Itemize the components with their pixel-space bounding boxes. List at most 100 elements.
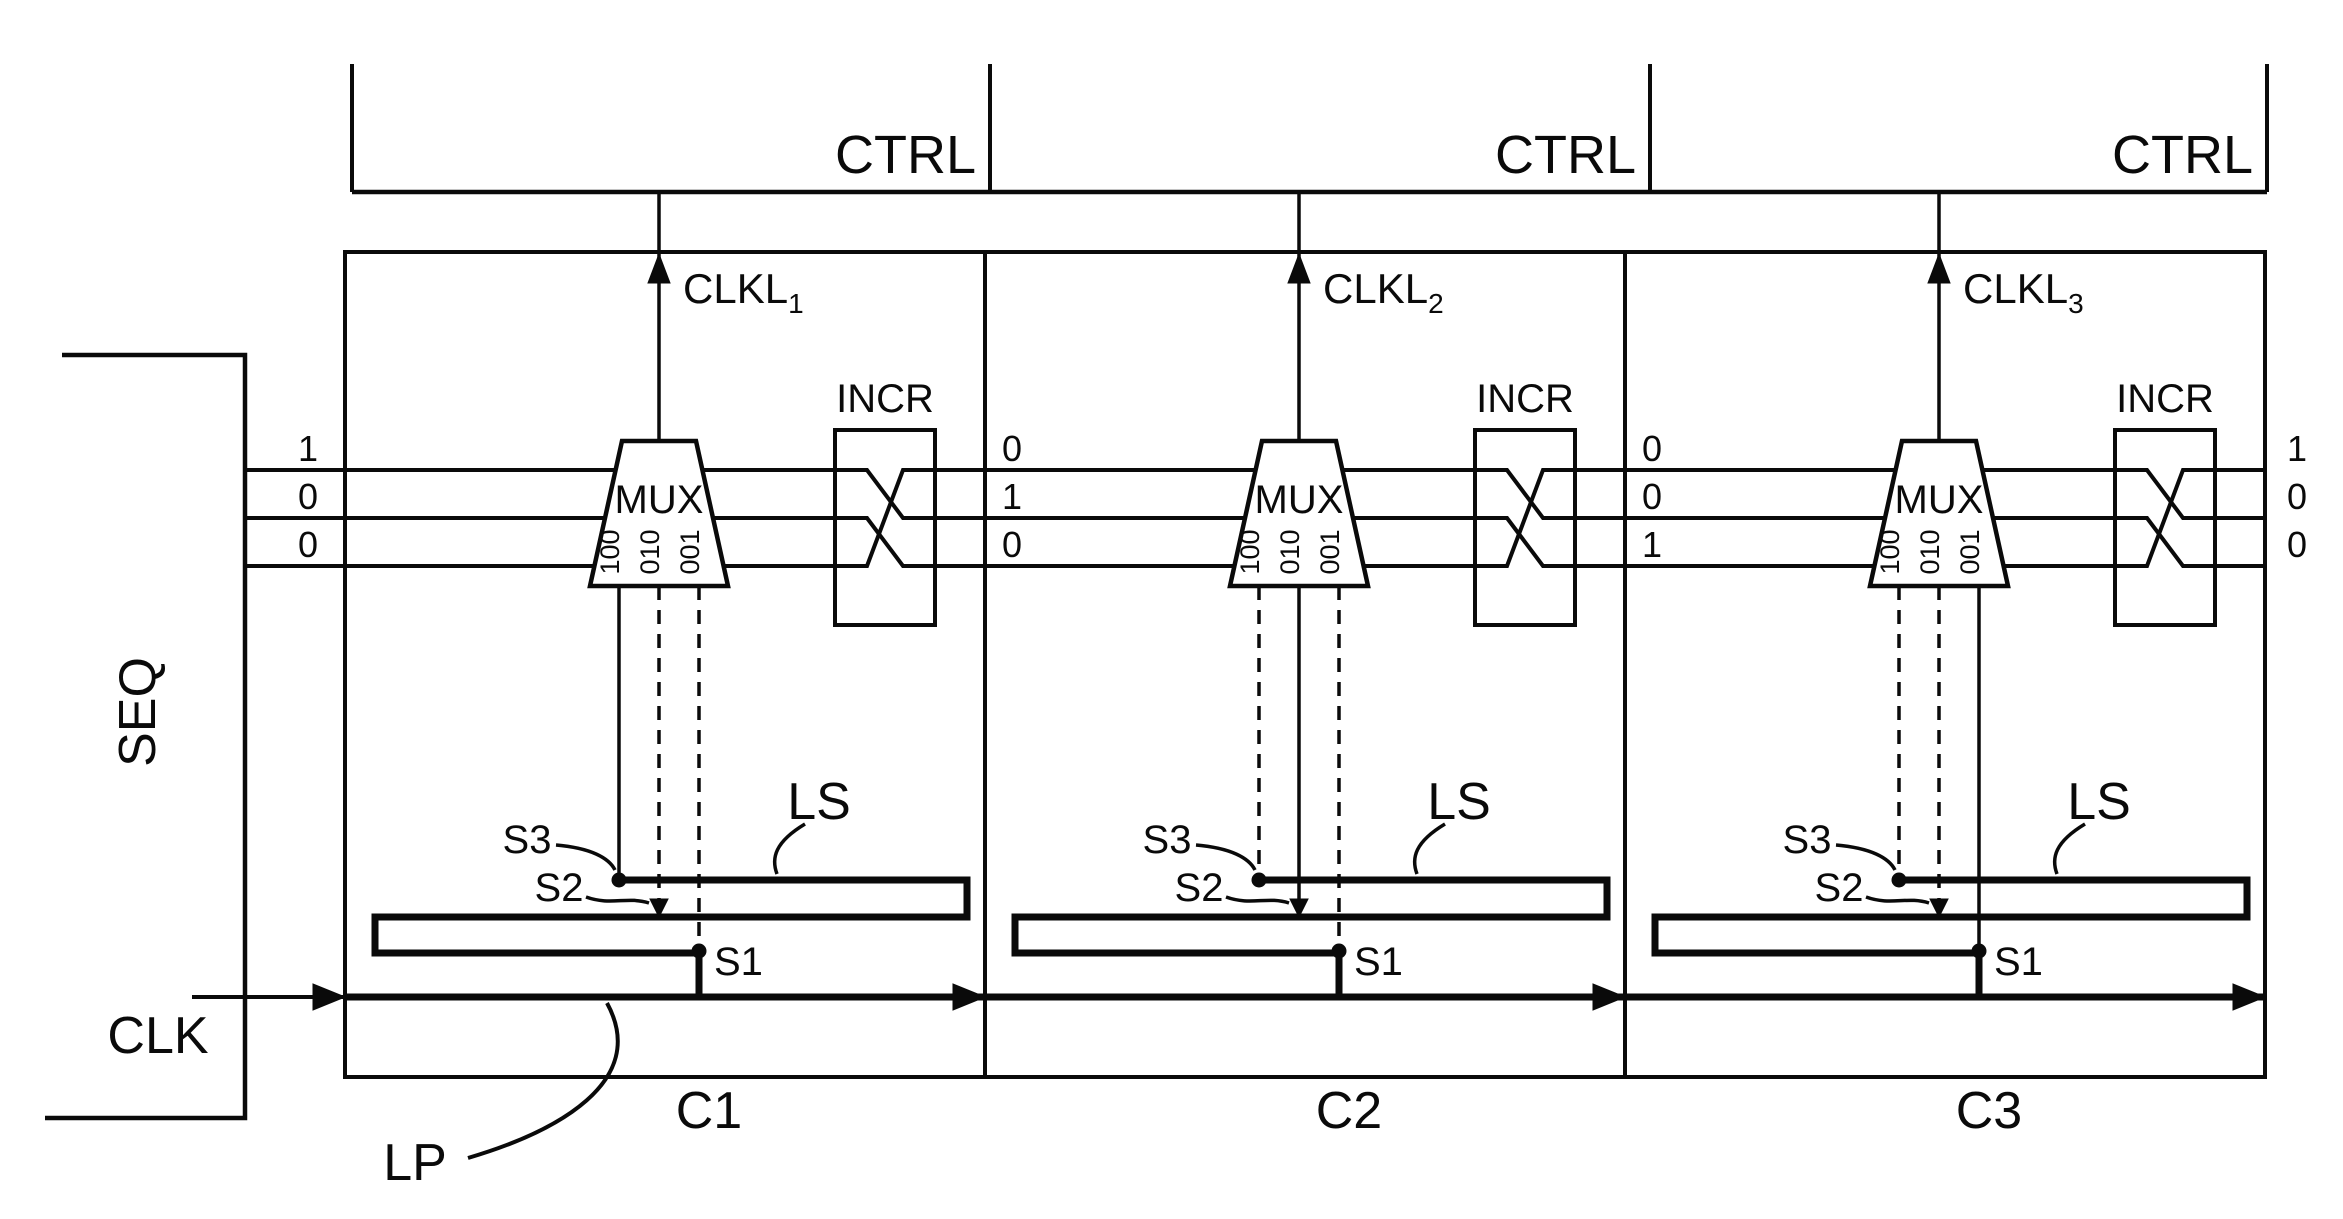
ctrl-label: CTRL — [1495, 125, 1636, 185]
ctrl-label: CTRL — [2112, 125, 2253, 185]
output-bit-label: 0 — [2287, 524, 2307, 565]
incr-label: INCR — [1476, 377, 1574, 421]
tap-label-s3: S3 — [1783, 818, 1832, 862]
s3-leader — [1195, 843, 1257, 871]
clk-arrowhead — [952, 983, 987, 1011]
clk-arrowhead — [1592, 983, 1627, 1011]
ctrl-label: CTRL — [835, 125, 976, 185]
tap-label-s1: S1 — [714, 940, 763, 984]
bus-bit-label: 0 — [1002, 524, 1022, 565]
bus-bit-label: 1 — [298, 428, 318, 469]
mux-label: MUX — [1255, 478, 1344, 522]
incr-box — [1473, 428, 1577, 627]
lp-label: LP — [383, 1134, 447, 1192]
mux-input-code: 100 — [1875, 529, 1905, 574]
bus-bit-label: 0 — [1002, 428, 1022, 469]
s2-leader-arrowhead — [1289, 898, 1309, 919]
s3-leader — [1835, 843, 1897, 871]
output-bits: 1 0 0 — [2287, 428, 2307, 565]
incr-wire-1-to-2 — [1475, 468, 1575, 520]
bus-bit-label: 0 — [1642, 476, 1662, 517]
ls-label: LS — [2067, 773, 2131, 831]
clkl-arrowhead — [647, 252, 671, 284]
seq-label: SEQ — [109, 657, 167, 767]
cell-outline — [1623, 250, 2267, 1079]
serpentine-delay-path — [371, 876, 971, 997]
ls-leader — [1412, 822, 1446, 875]
tap-label-s2: S2 — [1815, 866, 1864, 910]
s2-leader — [1865, 895, 1930, 905]
tap-dot-s3 — [1251, 872, 1267, 888]
ls-label: LS — [1427, 773, 1491, 831]
output-bit-label: 1 — [2287, 428, 2307, 469]
incr-label: INCR — [836, 377, 934, 421]
mux-input-code: 100 — [595, 529, 625, 574]
clkl-label: CLKL2 — [1323, 265, 1444, 319]
cell-name-label: C2 — [1316, 1082, 1382, 1140]
tap-label-s3: S3 — [1143, 818, 1192, 862]
mux-input-code: 010 — [1915, 529, 1945, 574]
tap-dot-s1 — [1971, 943, 1987, 959]
mux-shape — [587, 438, 731, 589]
seq-block: SEQ CLK LP — [45, 352, 620, 1192]
mux-input-code: 100 — [1235, 529, 1265, 574]
s2-leader-arrowhead — [1929, 898, 1949, 919]
bus-bit-label: 0 — [1642, 428, 1662, 469]
output-bit-label: 0 — [2287, 476, 2307, 517]
incr-wire-2-to-3 — [1475, 516, 1575, 568]
bus-bit-label: 0 — [298, 476, 318, 517]
incr-wire-2-to-3 — [2115, 516, 2215, 568]
incr-wire-3-to-1 — [835, 468, 935, 568]
incr-box — [833, 428, 937, 627]
clkl-label: CLKL3 — [1963, 265, 2084, 319]
mux-shape — [1227, 438, 1371, 589]
s2-leader — [1225, 895, 1290, 905]
tap-dot-s1 — [691, 943, 707, 959]
tap-label-s2: S2 — [535, 866, 584, 910]
serpentine-delay-path — [1011, 876, 1611, 997]
clk-arrowhead — [312, 983, 347, 1011]
clk-label: CLK — [107, 1007, 208, 1065]
mux-input-code: 010 — [635, 529, 665, 574]
s2-leader — [585, 895, 650, 905]
tap-dot-s3 — [611, 872, 627, 888]
incr-box — [2113, 428, 2217, 627]
incr-wire-3-to-1 — [1475, 468, 1575, 568]
bus-bit-label: 1 — [1642, 524, 1662, 565]
mux-input-code: 001 — [1315, 529, 1345, 574]
serpentine-delay-path — [1651, 876, 2251, 997]
ls-leader — [772, 822, 806, 875]
tap-label-s1: S1 — [1994, 940, 2043, 984]
ls-label: LS — [787, 773, 851, 831]
mux-input-code: 001 — [675, 529, 705, 574]
incr-label: INCR — [2116, 377, 2214, 421]
ls-leader — [2052, 822, 2086, 875]
ctrl-strip — [350, 64, 2269, 195]
clkl-label: CLKL1 — [683, 265, 804, 319]
clkl-arrowhead — [1927, 252, 1951, 284]
incr-wire-1-to-2 — [2115, 468, 2215, 520]
clk-line — [192, 983, 2267, 1011]
bus-bit-label: 1 — [1002, 476, 1022, 517]
tap-label-s1: S1 — [1354, 940, 1403, 984]
incr-wire-1-to-2 — [835, 468, 935, 520]
bus-bit-label: 0 — [298, 524, 318, 565]
mux-label: MUX — [615, 478, 704, 522]
seq-bracket — [45, 352, 248, 1121]
cell-name-label: C1 — [676, 1082, 742, 1140]
clk-arrowhead — [2232, 983, 2267, 1011]
s2-leader-arrowhead — [649, 898, 669, 919]
tap-label-s3: S3 — [503, 818, 552, 862]
lp-leader — [467, 1002, 620, 1160]
tap-label-s2: S2 — [1175, 866, 1224, 910]
s3-leader — [555, 843, 617, 871]
cell-name-label: C3 — [1956, 1082, 2022, 1140]
tap-dot-s3 — [1891, 872, 1907, 888]
mux-input-code: 001 — [1955, 529, 1985, 574]
incr-wire-2-to-3 — [835, 516, 935, 568]
